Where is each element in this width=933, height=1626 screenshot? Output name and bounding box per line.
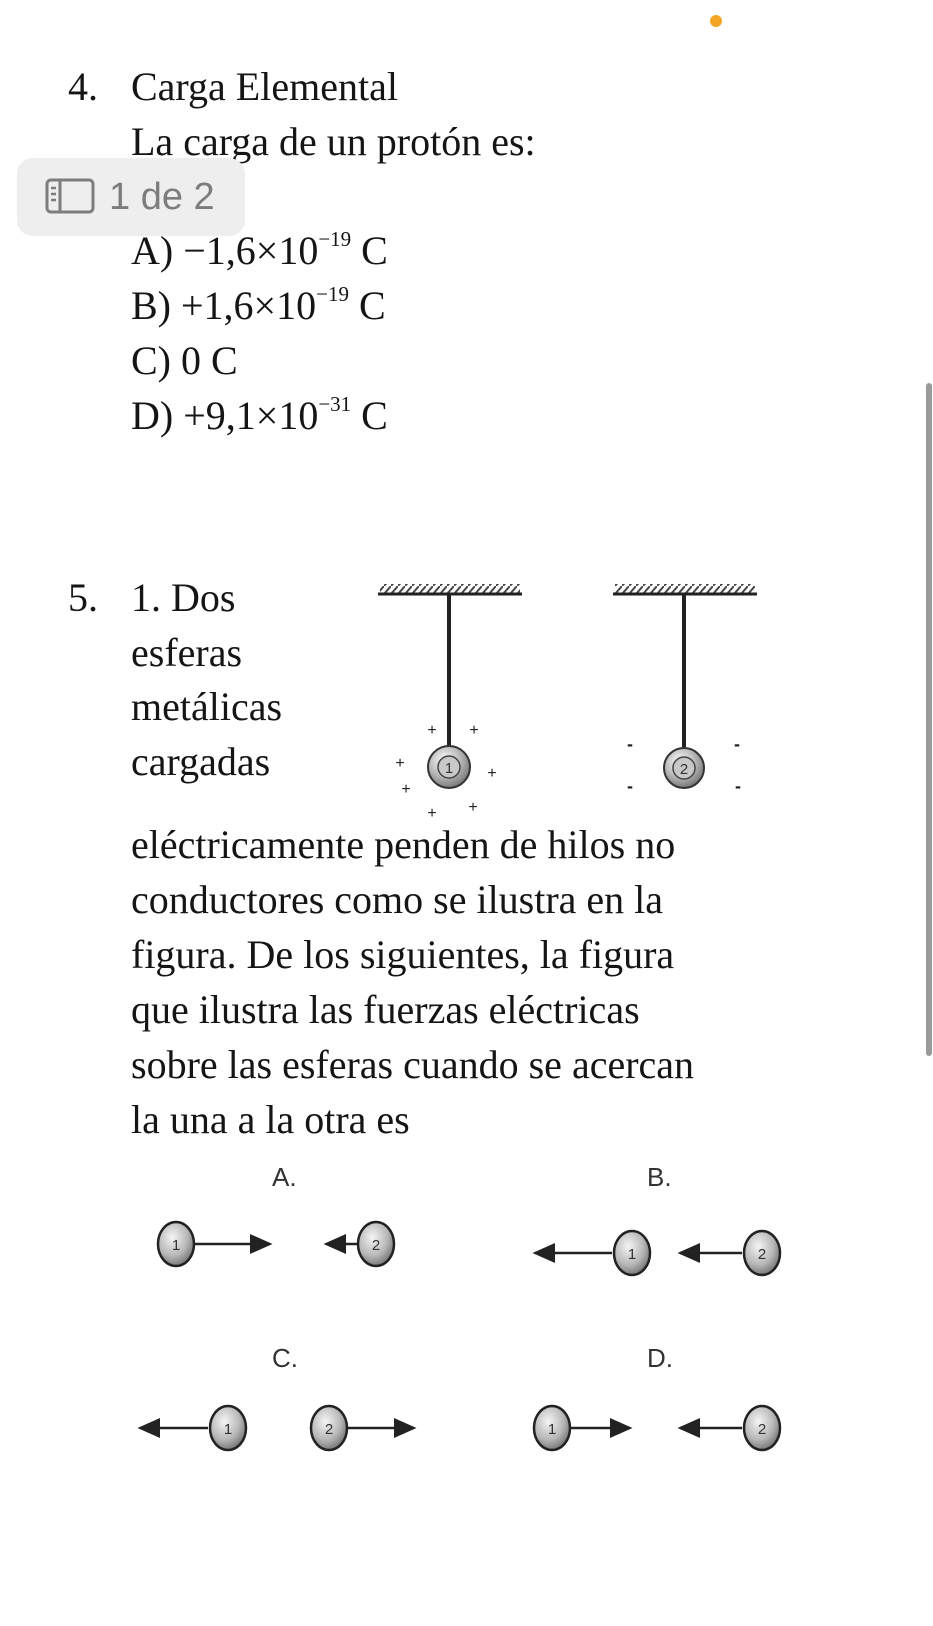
svg-text:1: 1: [628, 1246, 636, 1263]
svg-text:1: 1: [224, 1421, 232, 1438]
svg-text:-: -: [627, 734, 633, 754]
status-dot: [710, 15, 722, 27]
option-a: A) −1,6×10−19 C: [131, 226, 388, 273]
answer-c-label: C.: [272, 1343, 298, 1373]
svg-text:2: 2: [758, 1246, 766, 1263]
question5-line: cargadas: [131, 739, 271, 784]
svg-text:-: -: [627, 776, 633, 796]
svg-text:+: +: [469, 722, 478, 739]
svg-text:+: +: [427, 722, 436, 739]
question5-line: esferas: [131, 630, 243, 675]
ceiling-support: [380, 584, 520, 593]
option-d: D) +9,1×10−31 C: [131, 391, 388, 438]
question5-line: metálicas: [131, 684, 283, 729]
svg-text:+: +: [468, 799, 477, 816]
positive-charges: + + + + + + +: [395, 722, 496, 820]
question-number: 4.: [68, 64, 98, 109]
question5-line: eléctricamente penden de hilos no: [131, 822, 676, 867]
svg-text:-: -: [734, 734, 740, 754]
svg-text:+: +: [487, 765, 496, 782]
sphere-2: 2: [742, 1229, 782, 1277]
svg-text:+: +: [395, 755, 404, 772]
svg-text:2: 2: [758, 1421, 766, 1438]
svg-text:2: 2: [372, 1237, 380, 1254]
answer-figures: 1 2 1 2 1 2 1 2: [137, 1220, 782, 1452]
svg-text:1: 1: [548, 1421, 556, 1438]
svg-text:+: +: [401, 781, 410, 798]
question5-line: 1. Dos: [131, 575, 236, 620]
sphere-1: 1: [208, 1404, 248, 1452]
page-indicator-label: 1 de 2: [109, 176, 215, 218]
option-c: C) 0 C: [131, 338, 238, 383]
question5-line: conductores como se ilustra en la: [131, 877, 664, 922]
question-prompt: La carga de un protón es:: [131, 119, 536, 164]
answer-a-label: A.: [272, 1162, 297, 1192]
answer-d-label: D.: [647, 1343, 673, 1373]
ceiling-support: [615, 584, 755, 593]
sphere-2-label: 2: [680, 761, 688, 778]
sphere-1-label: 1: [445, 760, 453, 777]
negative-charges: - - - -: [627, 734, 741, 796]
hanging-spheres-figure: 1 + + + + + + + 2 - - - -: [378, 584, 757, 820]
question5-line: la una a la otra es: [131, 1097, 410, 1142]
question-title: Carga Elemental: [131, 64, 398, 109]
svg-text:+: +: [427, 805, 436, 820]
svg-text:2: 2: [325, 1421, 333, 1438]
sidebar-icon: [45, 178, 95, 214]
question5-line: figura. De los siguientes, la figura: [131, 932, 675, 977]
sphere-2: 2: [356, 1220, 396, 1268]
question5-line: sobre las esferas cuando se acercan: [131, 1042, 695, 1087]
question5-line: que ilustra las fuerzas eléctricas: [131, 987, 640, 1032]
svg-text:-: -: [735, 776, 741, 796]
sphere-1: 1: [532, 1404, 572, 1452]
sphere-2: 2: [742, 1404, 782, 1452]
option-b: B) +1,6×10−19 C: [131, 281, 386, 328]
page-indicator-badge[interactable]: 1 de 2: [17, 158, 245, 236]
question5-number: 5.: [68, 575, 98, 620]
scrollbar[interactable]: [926, 383, 932, 1056]
sphere-1: 1: [612, 1229, 652, 1277]
answer-b-label: B.: [647, 1162, 672, 1192]
svg-text:1: 1: [172, 1237, 180, 1254]
sphere-2: 2: [309, 1404, 349, 1452]
sphere-1: 1: [156, 1220, 196, 1268]
